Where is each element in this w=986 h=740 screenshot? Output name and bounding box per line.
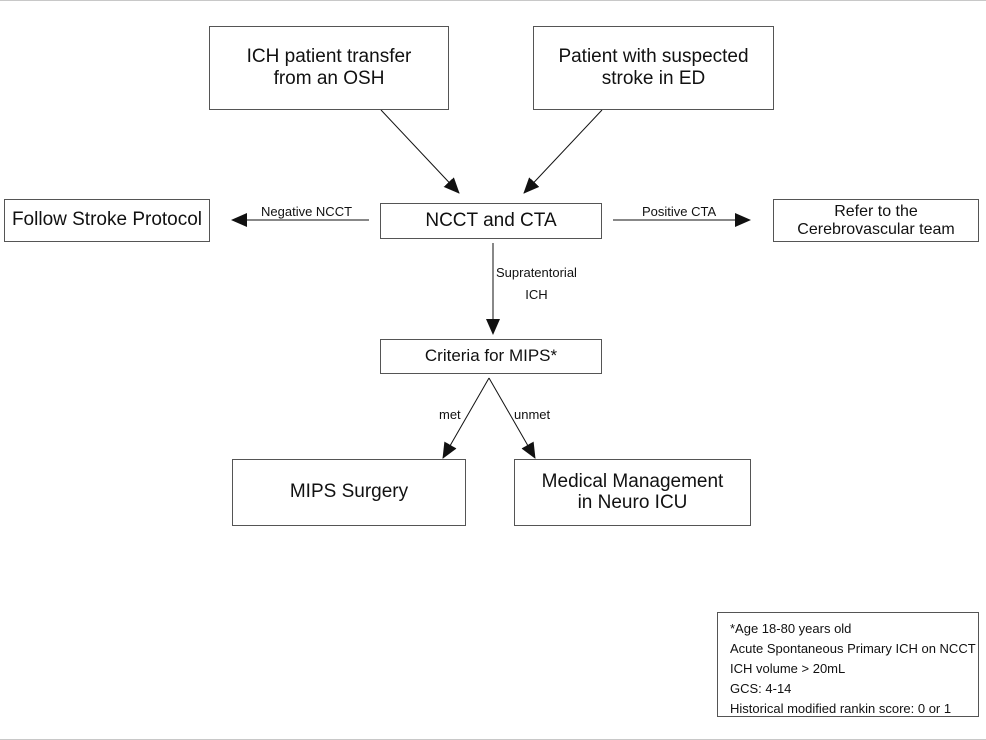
criteria-line-acute-ich: Acute Spontaneous Primary ICH on NCCT: [730, 641, 976, 656]
node-ed-stroke-text: Patient with suspected stroke in ED: [558, 45, 749, 89]
arrow-osh-to-ncct: [380, 109, 460, 194]
edge-label-met: met: [439, 407, 461, 422]
node-medical-management-text: Medical Management in Neuro ICU: [541, 470, 724, 513]
arrow-criteria-to-surgery: [442, 377, 490, 459]
node-medical-management: Medical Management in Neuro ICU: [514, 459, 751, 526]
edge-label-unmet: unmet: [514, 407, 551, 422]
mips-criteria-footnote: *Age 18-80 years old Acute Spontaneous P…: [717, 612, 979, 717]
edge-label-positive-cta: Positive CTA: [642, 204, 717, 219]
criteria-line-age: *Age 18-80 years old: [730, 621, 852, 636]
node-ncct-cta-text: NCCT and CTA: [425, 209, 557, 231]
edge-label-negative-ncct: Negative NCCT: [261, 204, 353, 219]
node-refer-cerebrovascular: Refer to the Cerebrovascular team: [773, 199, 979, 242]
node-osh-transfer: ICH patient transfer from an OSH: [209, 26, 449, 110]
node-ed-stroke: Patient with suspected stroke in ED: [533, 26, 774, 110]
arrow-criteria-to-medical: [488, 377, 536, 459]
node-follow-stroke-protocol-text: Follow Stroke Protocol: [11, 209, 203, 231]
edge-label-supratentorial-ich: Supratentorial ICH: [496, 265, 577, 302]
criteria-line-volume: ICH volume > 20mL: [730, 661, 846, 676]
node-criteria-mips-text: Criteria for MIPS*: [424, 346, 558, 366]
criteria-line-rankin: Historical modified rankin score: 0 or 1: [730, 701, 952, 716]
node-mips-surgery: MIPS Surgery: [232, 459, 466, 526]
node-ncct-cta: NCCT and CTA: [380, 203, 602, 239]
node-follow-stroke-protocol: Follow Stroke Protocol: [4, 199, 210, 242]
node-mips-surgery-text: MIPS Surgery: [289, 481, 409, 503]
criteria-line-gcs: GCS: 4-14: [730, 681, 792, 696]
arrow-ed-to-ncct: [523, 109, 603, 194]
node-osh-transfer-line-1: ICH patient transfer from an OSH: [246, 45, 412, 89]
node-refer-cerebrovascular-text: Refer to the Cerebrovascular team: [797, 202, 955, 238]
node-criteria-mips: Criteria for MIPS*: [380, 339, 602, 374]
top-border: [0, 0, 986, 1]
